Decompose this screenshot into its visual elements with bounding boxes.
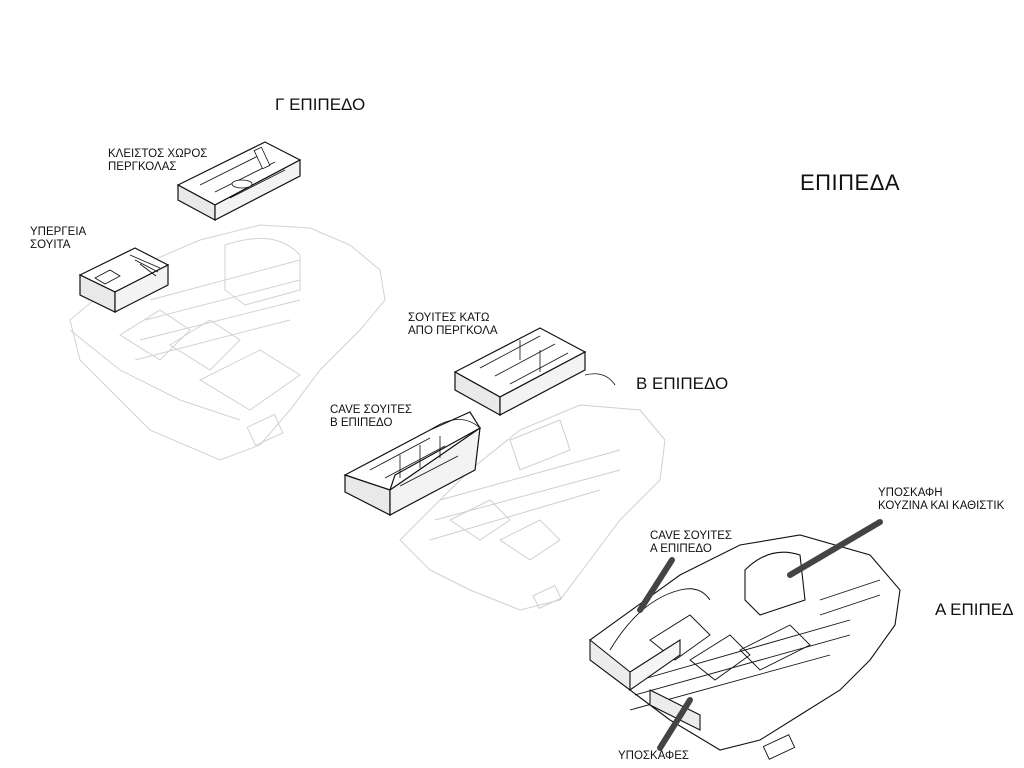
level-a-excavations-label: ΥΠΟΣΚΑΦΕΣ — [618, 750, 689, 762]
level-g-outdoor-suite-line-1: ΥΠΕΡΓΕΙΑ — [30, 226, 87, 238]
level-b-cave-suites-label: CAVE ΣΟΥΙΤΕΣ Β ΕΠΙΠΕΔΟ — [330, 404, 412, 430]
level-g-pergola-room — [176, 141, 302, 222]
level-b-suites-line-1: ΣΟΥΙΤΕΣ ΚΑΤΩ — [408, 312, 490, 324]
level-b-suites-under-pergola-label: ΣΟΥΙΤΕΣ ΚΑΤΩ ΑΠΟ ΠΕΡΓΚΟΛΑ — [408, 312, 498, 338]
level-a-walls — [589, 638, 701, 731]
level-b-suites-under-pergola — [453, 327, 616, 417]
level-a-excavation-kitchen-label: ΥΠΟΣΚΑΦΗ ΚΟΥΖΙΝΑ ΚΑΙ ΚΑΘΙΣΤΙΚ — [878, 487, 1004, 513]
level-g-closed-space-line-2: ΠΕΡΓΚΟΛΑΣ — [108, 161, 177, 174]
level-a-cave-line-2: Α ΕΠΙΠΕΔΟ — [650, 543, 712, 556]
level-b-cave-suites — [343, 411, 481, 516]
level-g-closed-space-line-1: ΚΛΕΙΣΤΟΣ ΧΩΡΟΣ — [108, 148, 208, 160]
level-a-footprint — [589, 534, 901, 760]
level-b-suites-line-2: ΑΠΟ ΠΕΡΓΚΟΛΑ — [408, 325, 498, 338]
level-g-closed-space-label: ΚΛΕΙΣΤΟΣ ΧΩΡΟΣ ΠΕΡΓΚΟΛΑΣ — [108, 148, 207, 174]
level-b-ghost-footprint — [399, 404, 666, 611]
level-g-outdoor-suite-line-2: ΣΟΥΙΤΑ — [30, 239, 71, 252]
level-a-cave-line-1: CAVE ΣΟΥΙΤΕΣ — [650, 530, 733, 542]
leader-lines — [637, 519, 883, 751]
level-b-cave-line-1: CAVE ΣΟΥΙΤΕΣ — [330, 404, 413, 416]
level-a-label: Α ΕΠΙΠΕΔ — [935, 600, 1014, 619]
page-title: ΕΠΙΠΕΔΑ — [800, 170, 901, 195]
level-a-kitchen-line-2: ΚΟΥΖΙΝΑ ΚΑΙ ΚΑΘΙΣΤΙΚ — [878, 500, 1005, 513]
level-a-cave-suites-label: CAVE ΣΟΥΙΤΕΣ Α ΕΠΙΠΕΔΟ — [650, 530, 732, 556]
level-b-label: Β ΕΠΙΠΕΔΟ — [636, 374, 729, 393]
level-g-outdoor-suite — [78, 247, 170, 313]
level-a-kitchen-line-1: ΥΠΟΣΚΑΦΗ — [878, 487, 943, 499]
level-g-ghost-footprint — [69, 224, 386, 461]
level-g-label: Γ ΕΠΙΠΕΔΟ — [275, 95, 366, 114]
level-g-outdoor-suite-label: ΥΠΕΡΓΕΙΑ ΣΟΥΙΤΑ — [30, 226, 86, 252]
level-b-cave-line-2: Β ΕΠΙΠΕΔΟ — [330, 417, 393, 430]
